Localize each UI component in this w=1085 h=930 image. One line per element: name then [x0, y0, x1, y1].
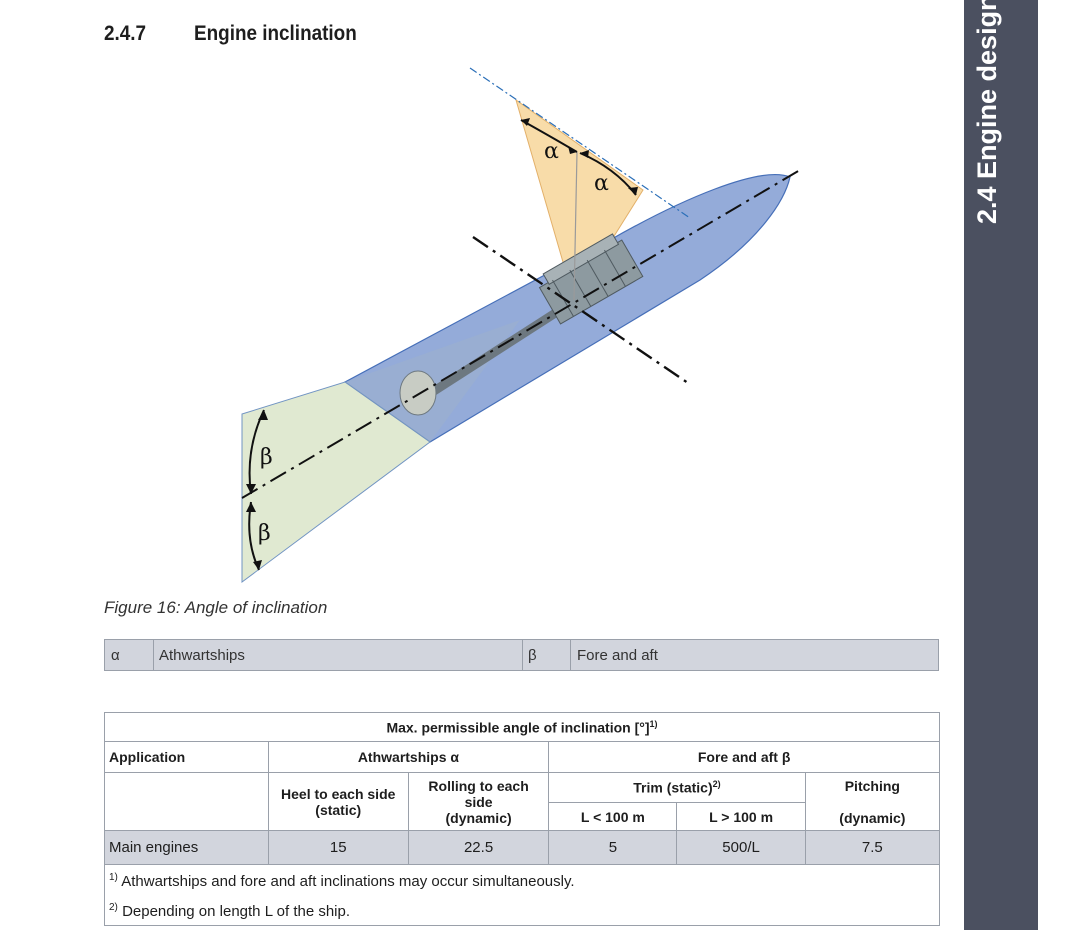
symbol-legend: α Athwartships β Fore and aft: [104, 639, 939, 671]
header-heel: Heel to each side(static): [267, 772, 409, 831]
beta-sector: [241, 381, 431, 583]
header-l-less: L < 100 m: [548, 802, 678, 831]
legend-alpha-symbol: α: [111, 647, 120, 664]
propeller-shape: [399, 370, 437, 416]
header-rolling: Rolling to each side(dynamic): [407, 772, 550, 831]
cell-application: Main engines: [104, 830, 269, 865]
table-title: Max. permissible angle of inclination [°…: [104, 712, 940, 742]
alpha-label-1: α: [544, 139, 559, 164]
alpha-label-2: α: [594, 171, 609, 196]
legend-beta-symbol: β: [528, 647, 537, 664]
section-number: 2.4.7: [104, 22, 147, 45]
legend-divider: [522, 640, 523, 670]
section-title: Engine inclination: [194, 22, 357, 45]
cell-trim-less: 5: [548, 830, 678, 865]
side-tab-title: 2.4 Engine design: [972, 0, 1002, 224]
header-pitching: Pitching(dynamic): [804, 772, 941, 831]
beta-label-2: β: [258, 521, 271, 546]
legend-beta-label: Fore and aft: [577, 647, 658, 664]
header-athwartships: Athwartships α: [267, 741, 550, 773]
footnote-1: 1) Athwartships and fore and aft inclina…: [104, 864, 940, 898]
cell-pitching: 7.5: [804, 830, 941, 865]
header-application: Application: [104, 741, 269, 773]
header-trim: Trim (static)2): [548, 772, 806, 803]
inclination-table: Max. permissible angle of inclination [°…: [104, 712, 941, 926]
beta-label-1: β: [260, 445, 273, 470]
footnote-2: 2) Depending on length L of the ship.: [104, 897, 940, 926]
legend-alpha-label: Athwartships: [159, 647, 245, 664]
cell-rolling: 22.5: [407, 830, 550, 865]
legend-divider: [570, 640, 571, 670]
engine-block: [538, 233, 644, 325]
header-l-more: L > 100 m: [676, 802, 806, 831]
side-tab: [964, 0, 1038, 930]
inclination-figure: α α β β: [241, 67, 801, 583]
legend-divider: [153, 640, 154, 670]
header-empty: [104, 772, 269, 831]
cell-trim-more: 500/L: [676, 830, 806, 865]
cell-heel: 15: [267, 830, 409, 865]
figure-caption: Figure 16: Angle of inclination: [104, 598, 328, 617]
table-row: Main engines 15 22.5 5 500/L 7.5: [104, 830, 941, 865]
header-fore-aft: Fore and aft β: [548, 741, 940, 773]
